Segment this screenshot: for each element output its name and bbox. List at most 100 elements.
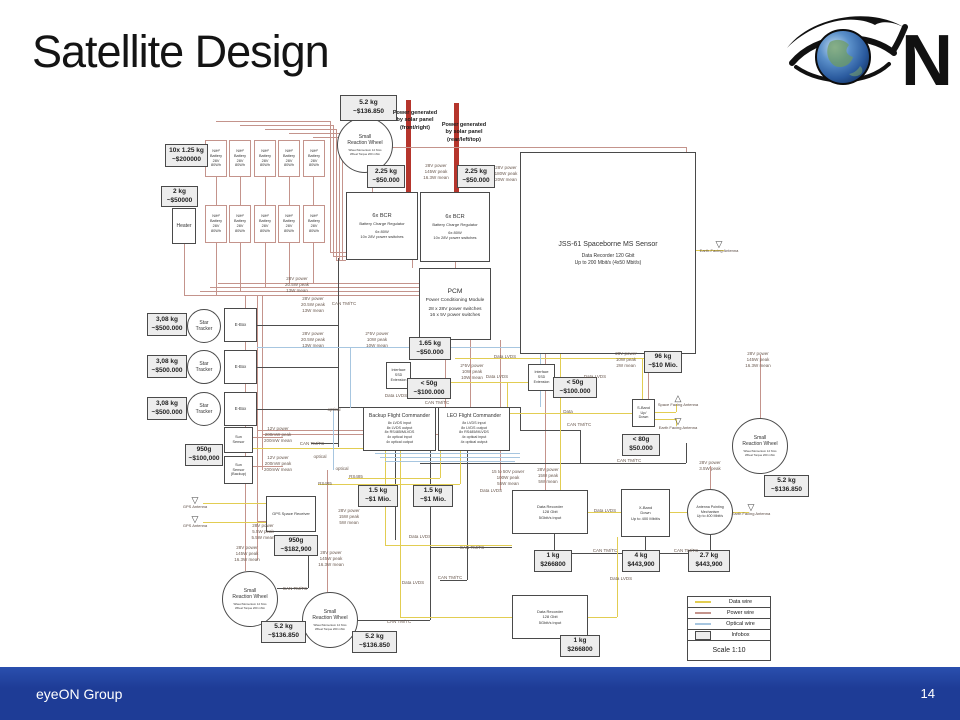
data-wire [440, 451, 441, 478]
data-wire [696, 250, 724, 251]
can-wire [311, 443, 338, 444]
can-wire [257, 367, 338, 368]
infobox: 5.2 kg ~$136.850 [764, 475, 809, 497]
battery-1-text: 80Wh [211, 163, 221, 168]
infobox: 10x 1.25 kg ~$200000 [165, 144, 208, 167]
wire-label: 28V power 145W peak 16.3W mean [234, 545, 260, 563]
footer-bar: eyeON Group 14 [0, 667, 960, 720]
legend-row-data-wire: Data wire [688, 597, 770, 608]
infobox: 1 kg $266800 [534, 550, 572, 572]
infobox: 950g ~$182,900 [274, 535, 318, 556]
battery-1-text: Battery [209, 153, 223, 158]
data-wire [670, 512, 687, 513]
ebox-2-text: E-Box [234, 364, 247, 370]
antenna: ▽GPS Antenna [182, 496, 208, 510]
data-recorder-2-text: Data Recorder [536, 609, 563, 615]
battery-4-text: Battery [282, 153, 296, 158]
battery-5-text: 28V [310, 158, 318, 163]
data-wire-swatch [695, 601, 711, 603]
data-wire [560, 354, 561, 490]
wire-label: CAN TM/TC [459, 545, 485, 550]
can-wire [645, 537, 646, 553]
small-reaction-wheel-right-subtext: Wheel Momentum 12 Nms Wheel Torque 200 m… [743, 449, 777, 457]
wire-label: 28V power 145W peak 16.3W mean [745, 351, 771, 369]
antenna-label: GPS Antenna [182, 504, 208, 509]
can-wire [430, 451, 431, 620]
optical-wire [350, 347, 351, 408]
small-reaction-wheel-bottom-2-title: Small Reaction Wheel [312, 608, 348, 622]
battery-7-text: NiH² [236, 214, 244, 219]
bcr-2-text: 6x 80W [448, 230, 462, 236]
data-wire [588, 512, 621, 513]
battery-8-text: NiH² [261, 214, 269, 219]
battery-2-text: NiH² [236, 148, 244, 153]
page-number: 14 [920, 686, 935, 701]
wire-label: CAN TM/TC [282, 586, 308, 591]
wire-label: Data LVDS [493, 354, 517, 359]
power-wire [336, 260, 346, 261]
bcr-2-text: 10x 28V power switches [433, 235, 477, 241]
bcr-2-text: 6x BCR [445, 213, 465, 220]
can-wire [420, 463, 686, 464]
battery-2-text: 80Wh [235, 163, 245, 168]
can-wire [710, 535, 711, 553]
optical-wire [385, 461, 515, 462]
infobox: 2.7 kg $443,900 [688, 550, 730, 572]
sun-sensor-backup-text: (Backup) [230, 472, 247, 477]
wire-label: Power generated by solar panel (front/ri… [392, 110, 438, 131]
ssd-extension-1-text: Extension [390, 377, 407, 382]
battery-1-text: 28V [212, 158, 220, 163]
infobox: 3,08 kg ~$500.000 [147, 397, 187, 420]
footer-group-name: eyeON Group [36, 685, 123, 702]
wire-label: 28V power 180W peak 20W mean [494, 165, 518, 183]
power-wire [240, 243, 241, 291]
infobox: < 80g $50.000 [622, 434, 660, 456]
wire-label: Data LVDS [479, 488, 503, 493]
wire-label: optical [313, 454, 327, 459]
power-wire [333, 256, 346, 257]
infobox: 4 kg $443,900 [622, 550, 660, 572]
solar-wire [406, 100, 411, 192]
optical-wire [375, 453, 520, 454]
power-wire [648, 371, 649, 399]
can-wire [440, 580, 467, 581]
power-wire [265, 243, 266, 287]
wire-label: Data LVDS [593, 508, 617, 513]
legend-row-infobox: Infobox [688, 630, 770, 641]
can-wire [554, 534, 555, 553]
battery-6-text: 28V [212, 224, 220, 228]
power-wire [240, 125, 333, 126]
pcm-text: Power Conditioning Module [425, 298, 485, 304]
leo-flight-commander-text: LEO Flight Commander [446, 413, 502, 420]
gps-space-receiver-text: GPS Space Receiver [272, 511, 310, 517]
wire-label: 2*5V power 10W peak 10W mean [460, 363, 484, 381]
power-wire [289, 177, 290, 205]
battery-6-text: 80Wh [211, 228, 221, 233]
antenna-label: Earth Facing Antenna [731, 511, 771, 516]
power-wire [262, 295, 263, 470]
battery-5-text: 80Wh [309, 163, 319, 168]
power-wire [184, 243, 185, 295]
battery-8-text: Battery [258, 219, 272, 224]
optical-wire-swatch [695, 623, 711, 625]
heater-text: Heater [176, 222, 192, 229]
wire-label: Data LVDS [583, 374, 607, 379]
star-tracker-2: Star Tracker [187, 350, 221, 384]
can-wire [580, 430, 581, 463]
data-wire [642, 358, 643, 399]
star-tracker-3-title: Star Tracker [195, 402, 213, 415]
jss-sensor-text: Up to 200 Mbit/s (4x50 Mbit/s) [574, 259, 642, 266]
power-wire [455, 262, 456, 268]
power-wire [330, 121, 331, 252]
power-wire [545, 340, 546, 490]
ebox-1: E-Box [224, 308, 257, 342]
power-wire [265, 177, 266, 205]
